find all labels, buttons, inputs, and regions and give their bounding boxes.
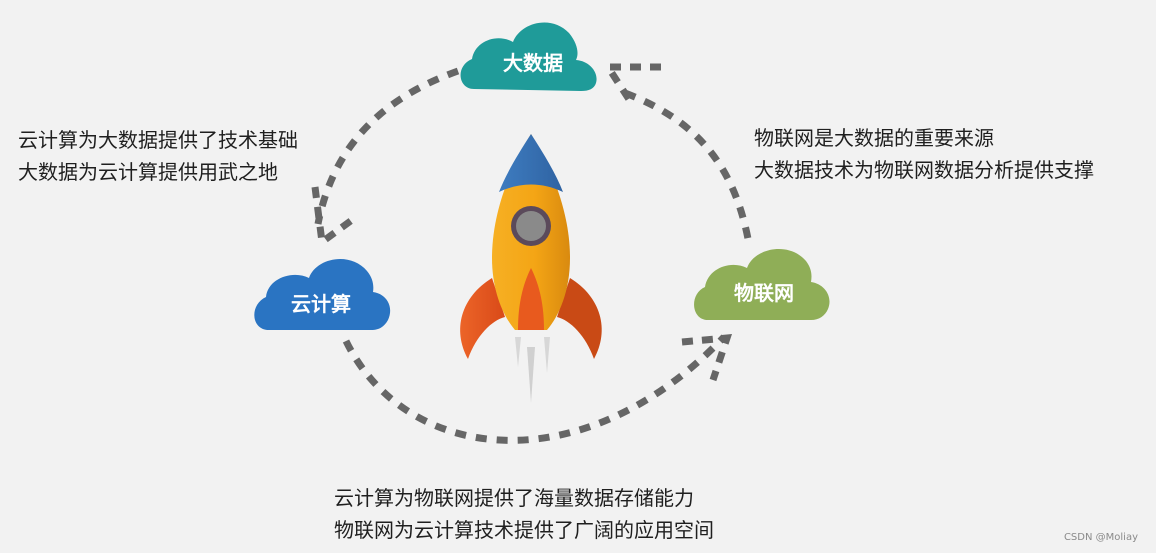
relation-text-bottom: 云计算为物联网提供了海量数据存储能力 物联网为云计算技术提供了广阔的应用空间 [334,482,714,546]
relation-text-top-left: 云计算为大数据提供了技术基础 大数据为云计算提供用武之地 [18,124,298,188]
arc-bottom-left-to-right [342,334,727,444]
connection-arcs [314,67,753,444]
cloud-shape-left [254,259,391,330]
cloud-shape-right [694,249,830,320]
cloud-node-left: 云计算 [254,259,391,330]
relation-top-right-line-1: 物联网是大数据的重要来源 [754,126,994,150]
cloud-shape-top [460,22,597,91]
cloud-label-right: 物联网 [734,281,794,305]
rocket-fin-left [460,278,505,359]
cloud-node-top: 大数据 [460,22,597,91]
rocket-exhaust-left [515,337,521,367]
arrowhead-right [681,334,733,382]
arc-top-to-right [623,89,753,245]
relation-bottom-line-1: 云计算为物联网提供了海量数据存储能力 [334,486,694,510]
relation-bottom-line-2: 物联网为云计算技术提供了广阔的应用空间 [334,518,714,542]
cloud-node-right: 物联网 [694,249,830,320]
rocket-exhaust-center [527,347,535,403]
cloud-label-left: 云计算 [291,292,351,316]
rocket-center-stripe [518,268,544,330]
rocket-exhaust-right [544,337,550,373]
relation-text-top-right: 物联网是大数据的重要来源 大数据技术为物联网数据分析提供支撑 [754,122,1094,186]
rocket-fin-right [557,278,602,359]
relation-top-left-line-2: 大数据为云计算提供用武之地 [18,160,278,184]
cloud-label-top: 大数据 [503,51,563,75]
arc-top-to-left [314,67,460,225]
arrowhead-top [601,63,661,106]
rocket-illustration [460,134,602,403]
rocket-nose [499,134,563,192]
relation-top-right-line-2: 大数据技术为物联网数据分析提供支撑 [754,158,1094,182]
arc-arrowheads [311,63,733,382]
rocket-window-glass [516,211,546,241]
relation-top-left-line-1: 云计算为大数据提供了技术基础 [18,128,298,152]
watermark: CSDN @Moliay [1063,532,1138,543]
arrowhead-left [311,186,355,249]
